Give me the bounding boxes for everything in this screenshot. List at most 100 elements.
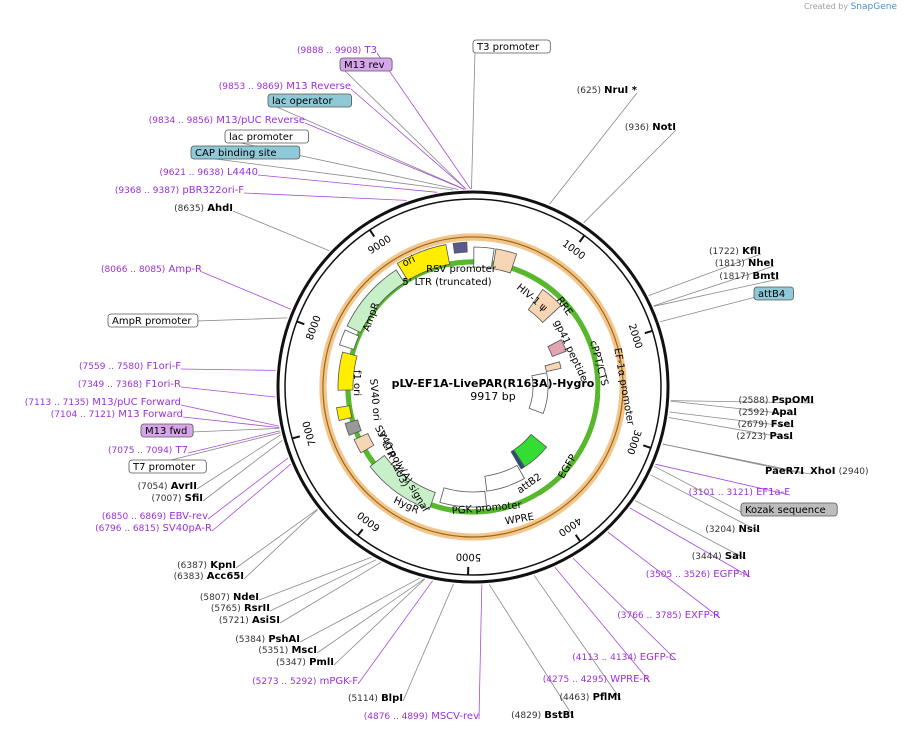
label-name-f1ori-r: F1ori-R <box>145 379 181 390</box>
label-range-ndei: (5807) <box>200 593 230 603</box>
label-range-xhoi: (2940) <box>839 467 869 477</box>
feature-block-lac <box>452 241 468 254</box>
label-range-avrii: (7054) <box>138 482 168 492</box>
tick-label: 9000 <box>366 234 393 257</box>
leader-line-exfp-r <box>607 531 721 619</box>
label-m13-forward: (7104 .. 7121) M13 Forward <box>51 409 183 420</box>
leader-line-attb4 <box>659 296 757 323</box>
label-box-t3-promoter <box>472 39 551 54</box>
label-nrui: (625) NruI * <box>577 85 638 96</box>
leader-line-m13-puc-forward <box>180 404 279 427</box>
leader-line-f1ori-f <box>180 368 276 371</box>
label-xhoi: XhoI (2940) <box>810 466 869 477</box>
leader-line-nrui <box>549 92 638 205</box>
leader-line-t3 <box>376 52 471 190</box>
label-name-rsrii: RsrII <box>244 603 270 614</box>
leader-line-bstbi <box>488 584 575 719</box>
leader-line-kpni <box>235 508 318 569</box>
tick-label: 8000 <box>305 314 324 342</box>
leader-line-mscv-rev <box>478 584 483 720</box>
leader-line-lac-operator <box>269 103 465 190</box>
label-name-bstbi: BstBI <box>544 710 574 721</box>
label-range-egfp-n: (3505 .. 3526) <box>646 570 710 580</box>
label-range-sali: (3444) <box>692 552 722 562</box>
credit-prefix: Created by <box>804 2 849 11</box>
tick-mark <box>356 528 364 537</box>
feature-block-wpre <box>484 464 526 492</box>
label-bmti: (1817) BmtI <box>719 271 779 282</box>
label-fsei: (2679) FseI <box>738 419 794 430</box>
label-bstbi: (4829) BstBI <box>511 710 574 721</box>
feature-label-ori: ori <box>401 254 417 269</box>
feature-block-hygr <box>369 454 436 510</box>
leader-line-apai <box>670 400 798 416</box>
feature-block-pgk <box>439 487 487 508</box>
label-pspomi: (2588) PspOMI <box>738 395 814 406</box>
label-name-l4440: L4440 <box>227 167 258 178</box>
feature-label-egfp: EGFP <box>557 453 579 481</box>
label-range-mscv-rev: (4876 .. 4899) <box>364 712 428 722</box>
label-name-pbr322ori-f: pBR322ori-F <box>182 185 244 196</box>
label-apai: (2592) ApaI <box>739 407 798 418</box>
feature-block-f1-ori <box>337 351 358 391</box>
label-t3-promoter: T3 promoter <box>476 42 540 53</box>
label-m13-fwd: M13 fwd <box>145 426 187 437</box>
label-pshai: (5384) PshAI <box>235 634 300 645</box>
label-box-ampr-promoter <box>107 313 199 328</box>
label-m13-reverse: (9853 .. 9869) M13 Reverse <box>219 81 351 92</box>
label-box-cap-binding-site <box>190 145 301 160</box>
leader-line-msci <box>316 578 425 654</box>
label-mscv-rev: (4876 .. 4899) MSCV-rev <box>364 711 479 722</box>
label-acc65i: (6383) Acc65I <box>174 571 244 582</box>
label-name-nhei: NheI <box>748 258 774 269</box>
label-name-asisi: AsiSI <box>252 615 280 626</box>
label-range-m13-forward: (7104 .. 7121) <box>51 410 115 420</box>
leader-line-wpre-r <box>554 566 651 683</box>
label-name-egfp-n: EGFP-N <box>713 569 750 580</box>
tick-label: 5000 <box>456 551 482 563</box>
label-t3: (9888 .. 9908) T3 <box>297 45 377 56</box>
label-egfp-c: (4113 .. 4134) EGFP-C <box>572 652 676 663</box>
label-range-nrui: (625) <box>577 86 601 96</box>
label-name-sfii: SfiI <box>185 493 203 504</box>
label-name-msci: MscI <box>291 645 317 656</box>
label-range-amp-r: (8066 .. 8085) <box>101 265 165 275</box>
leader-line-kozak-sequence <box>654 465 744 514</box>
tick-label: 2000 <box>626 323 644 351</box>
label-exfp-r: (3766 .. 3785) EXFP-R <box>617 610 720 621</box>
label-name-pflmi: PflMI <box>593 692 621 703</box>
label-range-apai: (2592) <box>739 408 769 418</box>
label-name-ef1a-f: EF1a-F <box>756 487 790 498</box>
leader-line-f1ori-r <box>180 386 276 398</box>
plasmid-length: 9917 bp <box>470 390 515 403</box>
label-range-acc65i: (6383) <box>174 572 204 582</box>
leader-lines <box>109 49 815 720</box>
label-range-kpni: (6387) <box>177 561 207 571</box>
label-name-xhoi: XhoI <box>810 466 835 477</box>
label-range-m13-puc-reverse: (9834 .. 9856) <box>149 116 213 126</box>
label-amp-r: (8066 .. 8085) Amp-R <box>101 264 202 275</box>
label-f1ori-f: (7559 .. 7580) F1ori-F <box>79 361 181 372</box>
feature-block-egfp <box>513 433 548 468</box>
label-name-bmti: BmtI <box>752 271 779 282</box>
label-attb4: attB4 <box>758 289 785 300</box>
label-t7: (7075 .. 7094) T7 <box>108 445 188 456</box>
label-range-fsei: (2679) <box>738 420 768 430</box>
tick-label: 7000 <box>301 420 319 447</box>
label-name-m13-puc-forward: M13/pUC Forward <box>92 397 181 408</box>
label-paer7i: PaeR7I <box>765 466 804 477</box>
label-ef1a-f: (3101 .. 3121) EF1a-F <box>689 487 791 498</box>
credit-brand: SnapGene <box>850 2 897 12</box>
label-name-avrii: AvrII <box>171 481 197 492</box>
label-range-pbr322ori-f: (9368 .. 9387) <box>115 186 179 196</box>
tick-mark <box>574 534 582 542</box>
leader-line-bmti <box>653 278 780 307</box>
label-range-pmli: (5347) <box>276 658 306 668</box>
label-range-kfli: (1722) <box>709 247 739 257</box>
leader-line-t3-promoter <box>471 49 476 190</box>
label-ndei: (5807) NdeI <box>200 592 259 603</box>
leader-line-rsrii <box>269 559 377 612</box>
leader-line-pspomi <box>670 400 815 404</box>
feature-label-5-ltr-truncated: 5' LTR (truncated) <box>402 277 491 288</box>
